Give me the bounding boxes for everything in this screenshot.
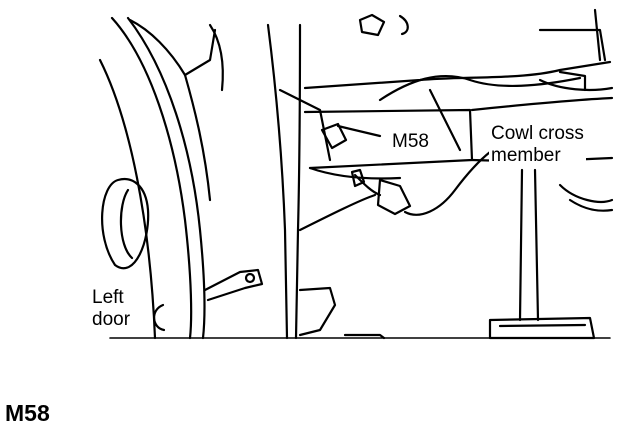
cowl-label-line1: Cowl cross [491,123,584,144]
dash-upper [303,60,612,90]
cowl-label-line2: member [491,145,561,166]
brace-left [518,168,524,322]
cowl-cross-member [303,108,474,170]
m58-connector [320,122,348,150]
brace-right [533,168,540,322]
pedal [488,316,596,340]
cowl-cross-member-label: Cowl cross member [489,123,586,167]
door-edge [98,58,157,340]
door-label-line2: door [92,309,131,330]
figure-caption: M58 [5,400,50,426]
m58-connector-label: M58 [389,131,432,153]
door-label-line1: Left [92,287,124,308]
a-pillar-right [294,23,302,340]
left-door-label: Left door [90,287,133,331]
a-pillar-left [266,23,289,340]
door-frame-outer [110,16,193,340]
door-frame-inner [126,16,206,340]
door-hole [100,178,150,270]
link-rod [203,268,264,302]
